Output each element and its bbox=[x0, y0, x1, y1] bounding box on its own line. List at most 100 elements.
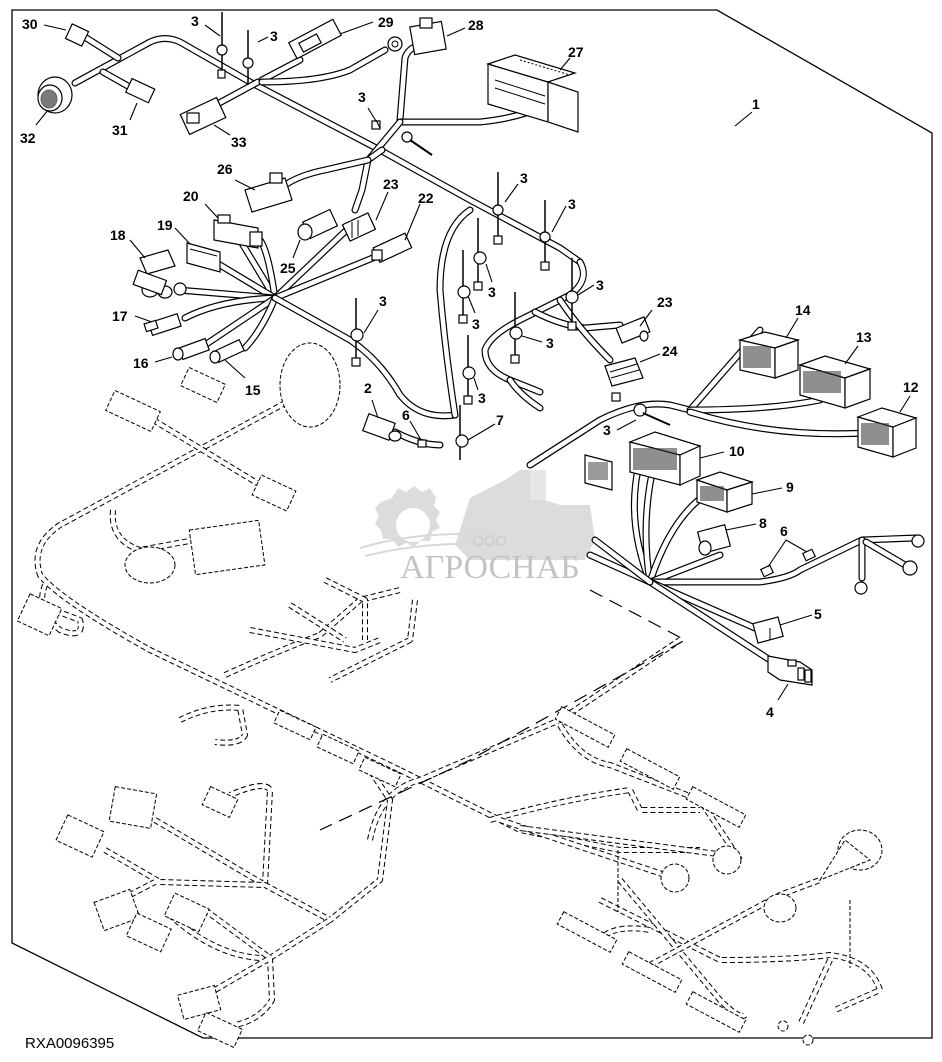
callout-3: 3 bbox=[191, 13, 199, 29]
cable-tie-icon bbox=[565, 258, 579, 331]
watermark-company-name: АГРОСНАБ bbox=[400, 549, 580, 586]
connector-20 bbox=[213, 214, 263, 249]
callout-5: 5 bbox=[814, 606, 822, 622]
callout-1: 1 bbox=[752, 96, 760, 112]
ring-terminal-c bbox=[854, 581, 868, 595]
callout-29: 29 bbox=[378, 14, 394, 30]
cable-tie-icon bbox=[492, 172, 504, 245]
watermark-prefix: ООО bbox=[472, 533, 507, 550]
round-connector-25 bbox=[297, 208, 339, 241]
cable-tie-icon bbox=[509, 292, 523, 364]
cable-tie-icon bbox=[462, 335, 476, 405]
callout-9: 9 bbox=[786, 479, 794, 495]
cable-tie-icon bbox=[457, 250, 471, 324]
clip-6b bbox=[801, 548, 817, 562]
callout-18: 18 bbox=[110, 227, 126, 243]
callout-20: 20 bbox=[183, 188, 199, 204]
ring-terminal-b bbox=[902, 560, 918, 576]
cable-tie-icon bbox=[611, 392, 621, 402]
callout-22: 22 bbox=[418, 190, 434, 206]
diagram-frame bbox=[11, 9, 933, 1039]
callout-3: 3 bbox=[478, 390, 486, 406]
phantom-connectors bbox=[16, 342, 883, 1049]
cable-tie-icon bbox=[473, 218, 487, 291]
multipin-connector-14 bbox=[737, 331, 801, 379]
connector-23a bbox=[341, 212, 377, 242]
cable-tie-icon bbox=[242, 30, 254, 85]
connector-22 bbox=[371, 232, 413, 264]
connector-4 bbox=[767, 655, 813, 686]
cable-tie-icon bbox=[216, 12, 228, 79]
cable-tie-icon bbox=[350, 298, 364, 367]
connector-19 bbox=[186, 242, 221, 273]
connector-24 bbox=[604, 357, 644, 387]
callout-3: 3 bbox=[596, 277, 604, 293]
connector-2 bbox=[361, 412, 402, 442]
cable-tie-icon bbox=[539, 200, 551, 271]
callout-3: 3 bbox=[568, 196, 576, 212]
connector-28 bbox=[409, 17, 447, 56]
clip-6-left bbox=[417, 439, 427, 448]
callout-26: 26 bbox=[217, 161, 233, 177]
multipin-connector-13 bbox=[798, 355, 872, 409]
callout-3: 3 bbox=[520, 170, 528, 186]
callout-32: 32 bbox=[20, 130, 36, 146]
callout-19: 19 bbox=[157, 217, 173, 233]
callout-6: 6 bbox=[780, 523, 788, 539]
connector-18 bbox=[132, 249, 187, 299]
callout-7: 7 bbox=[496, 412, 504, 428]
multipin-connector-12 bbox=[856, 407, 918, 458]
ring-terminal-a bbox=[911, 534, 925, 548]
callout-3: 3 bbox=[270, 28, 278, 44]
watermark-combine-icon bbox=[455, 470, 595, 560]
callout-3: 3 bbox=[603, 422, 611, 438]
callout-28: 28 bbox=[468, 17, 484, 33]
callout-2: 2 bbox=[364, 380, 372, 396]
connector-33 bbox=[179, 96, 227, 136]
callout-4: 4 bbox=[766, 704, 774, 720]
callout-3: 3 bbox=[546, 335, 554, 351]
callout-3: 3 bbox=[472, 316, 480, 332]
callout-3: 3 bbox=[379, 293, 387, 309]
callout-17: 17 bbox=[112, 308, 128, 324]
multipin-connector-10 bbox=[628, 431, 702, 486]
connector-26 bbox=[244, 172, 293, 213]
connector-30 bbox=[64, 23, 90, 47]
callout-labels: 1 2 3 3 3 3 3 3 3 3 3 3 3 3 3 4 bbox=[20, 13, 919, 720]
circular-connector-32 bbox=[37, 76, 73, 114]
multipin-connector-9 bbox=[695, 471, 754, 513]
multipin-connector-hidden bbox=[584, 454, 613, 491]
controller-connector-27 bbox=[486, 54, 579, 133]
reference-outline bbox=[319, 589, 687, 831]
callout-15: 15 bbox=[245, 382, 261, 398]
callout-31: 31 bbox=[112, 122, 128, 138]
callout-12: 12 bbox=[903, 379, 919, 395]
callout-3: 3 bbox=[358, 89, 366, 105]
callout-13: 13 bbox=[856, 329, 872, 345]
callout-23: 23 bbox=[657, 294, 673, 310]
connector-17 bbox=[143, 312, 182, 337]
callout-14: 14 bbox=[795, 302, 811, 318]
callout-16: 16 bbox=[133, 355, 149, 371]
callout-8: 8 bbox=[759, 515, 767, 531]
callout-25: 25 bbox=[280, 260, 296, 276]
callout-24: 24 bbox=[662, 343, 678, 359]
cable-ties bbox=[216, 12, 621, 460]
connector-16 bbox=[172, 337, 210, 361]
callout-6: 6 bbox=[402, 407, 410, 423]
clip-6a bbox=[759, 564, 775, 578]
connector-8 bbox=[696, 524, 732, 556]
connector-5 bbox=[752, 616, 784, 644]
connector-15 bbox=[209, 338, 246, 364]
ground-stud bbox=[401, 131, 413, 143]
callout-30: 30 bbox=[22, 16, 38, 32]
connector-23b bbox=[615, 316, 651, 344]
callout-3: 3 bbox=[488, 284, 496, 300]
figure-id: RXA0096395 bbox=[25, 1035, 114, 1052]
watermark-logo: ООО АГРОСНАБ bbox=[359, 470, 595, 586]
connector-29 bbox=[287, 18, 343, 60]
cable-tie-icon bbox=[455, 405, 469, 460]
connector-31 bbox=[124, 77, 156, 104]
callout-10: 10 bbox=[729, 443, 745, 459]
